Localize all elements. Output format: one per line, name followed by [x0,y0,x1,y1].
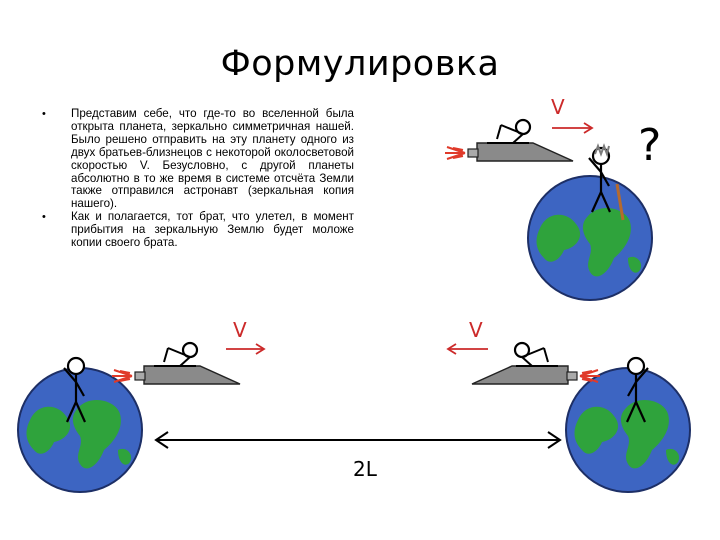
mirror-earth-right [565,367,691,493]
velocity-label-top: V [551,95,565,119]
arriving-ship-top [443,118,575,163]
velocity-label-right: V [469,318,483,342]
departing-ship-right [470,341,602,386]
velocity-label-left: V [233,318,247,342]
mirror-earth-upper [527,175,653,301]
velocity-arrow-right [446,343,488,355]
bullet-dot: • [42,108,46,120]
bullet-text-2: Как и полагается, тот брат, что улетел, … [71,210,354,250]
departing-ship-left [110,341,242,386]
question-mark: ? [638,120,661,171]
distance-label: 2L [353,457,378,481]
earth-left [17,367,143,493]
slide-title: Формулировка [220,44,500,84]
bullet-item-2: • Как и полагается, тот брат, что улетел,… [38,210,354,250]
bullet-item-1: • Представим себе, что где-то во вселенно… [38,107,354,211]
bullet-text-1: Представим себе, что где-то во вселенной… [71,107,354,211]
bullet-list: • Представим себе, что где-то во вселенно… [38,107,354,250]
earth-twin-aged [587,143,625,221]
velocity-arrow-left [226,343,266,355]
distance-arrow [154,431,562,449]
bullet-dot: • [42,211,46,224]
velocity-arrow-top [552,122,594,134]
